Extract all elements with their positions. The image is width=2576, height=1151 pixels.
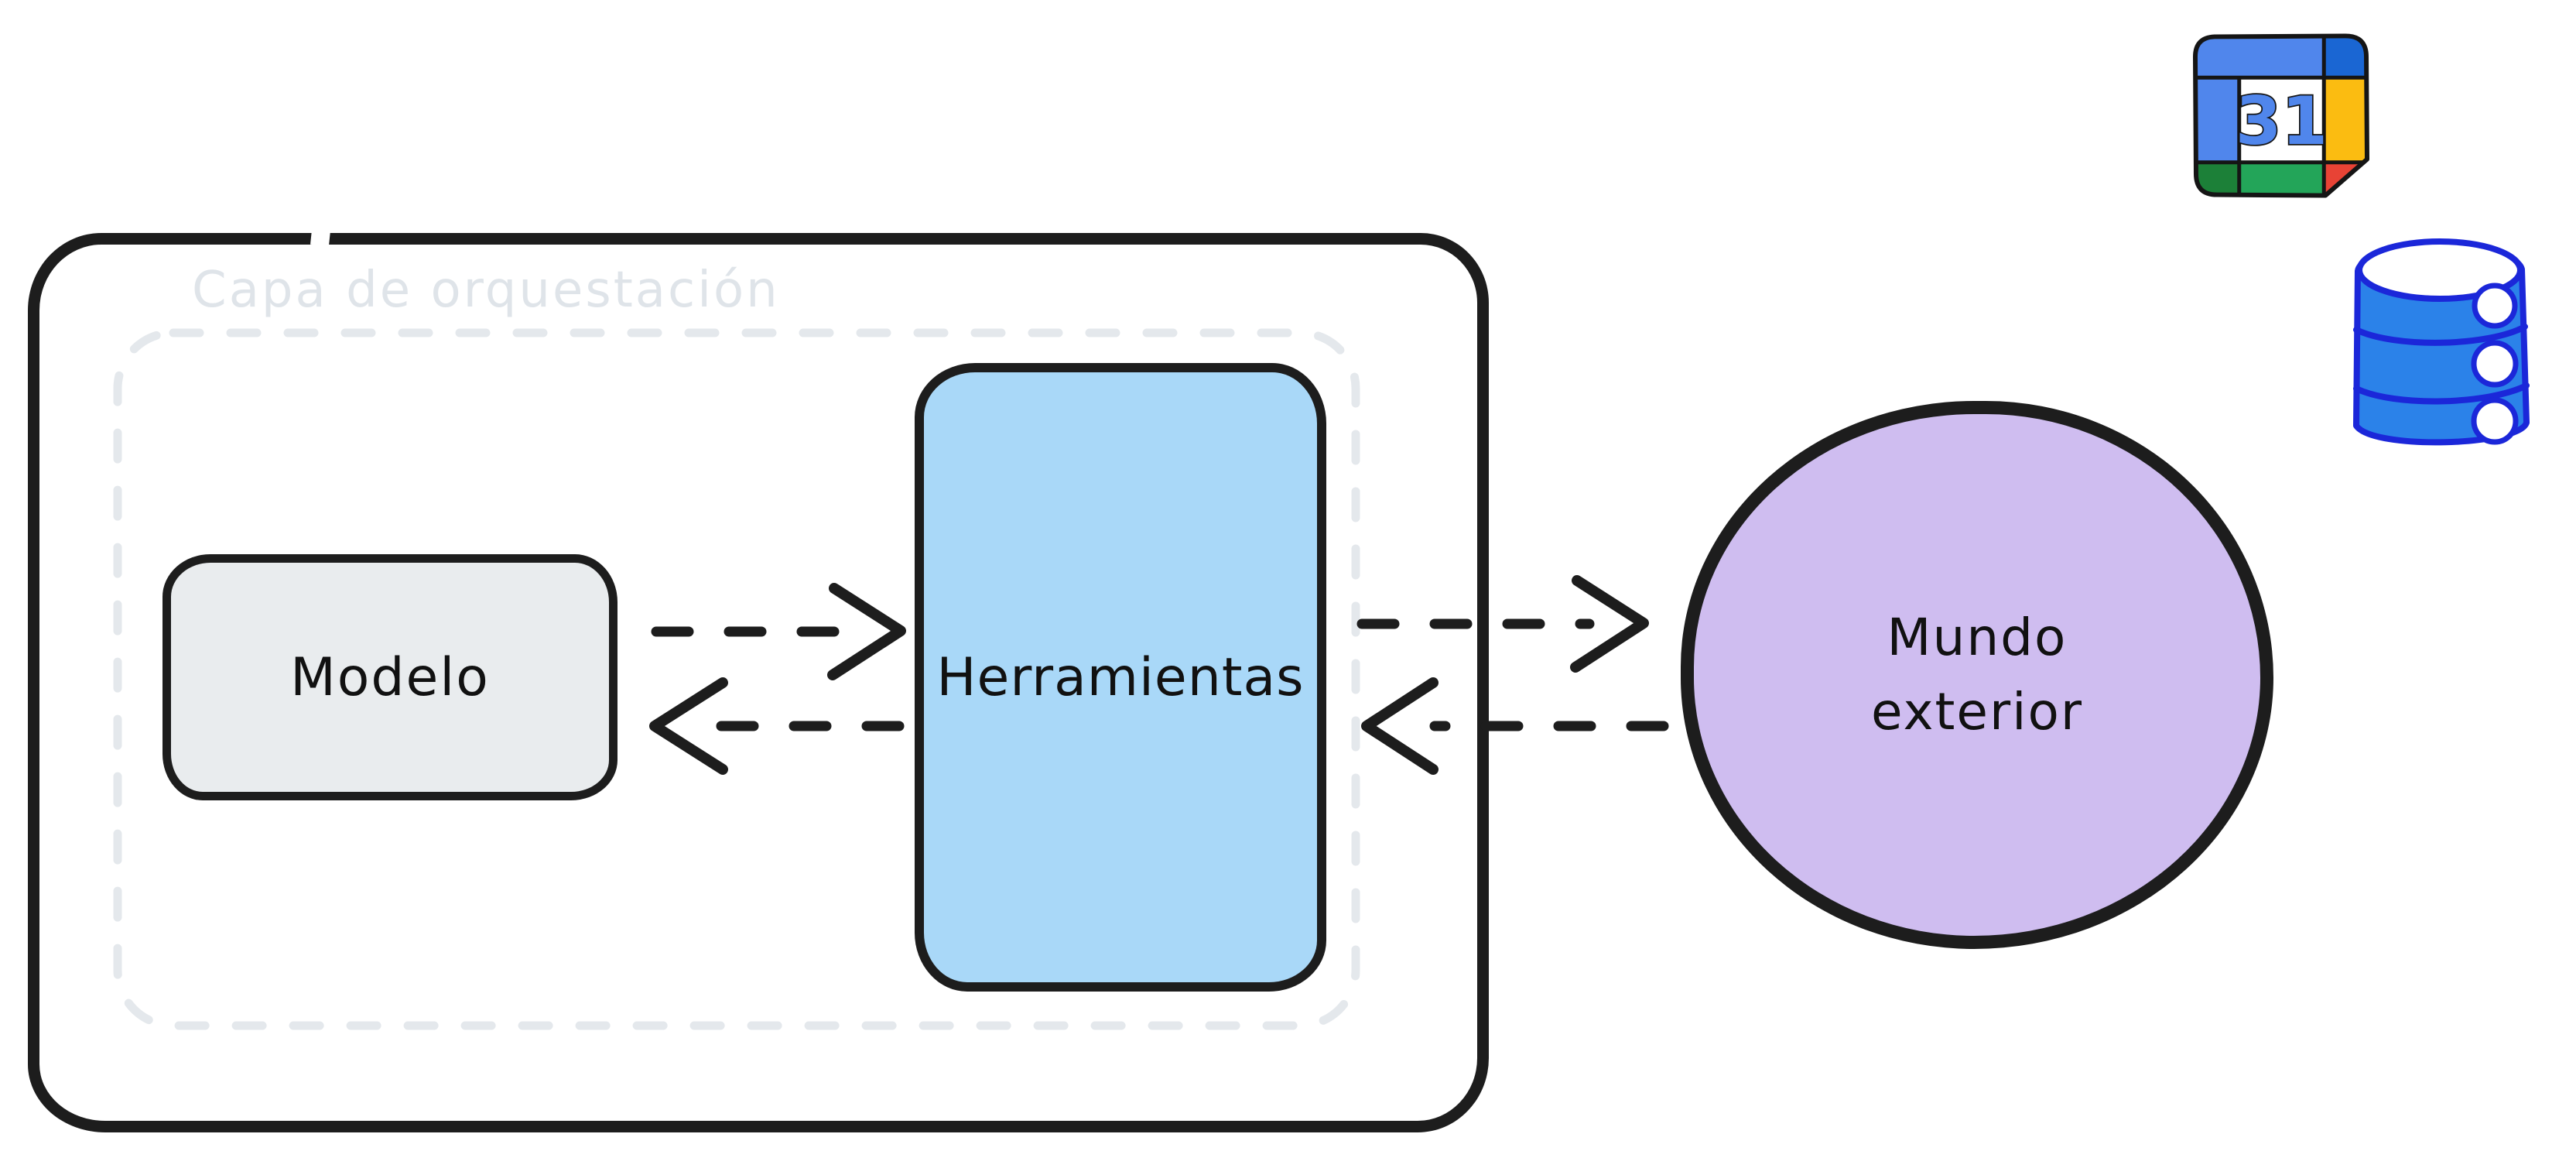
external-world-node: Mundo exterior xyxy=(1681,401,2273,949)
arrow-world-to-tools xyxy=(1361,677,1669,775)
database-dot-3 xyxy=(2471,397,2519,445)
tools-label: Herramientas xyxy=(936,646,1305,708)
google-calendar-icon: 31 xyxy=(2192,33,2370,198)
calendar-corner-square xyxy=(2324,36,2368,78)
external-world-label-line1: Mundo xyxy=(1887,608,2068,668)
calendar-right-column xyxy=(2324,77,2368,163)
arrow-tools-to-model xyxy=(649,677,905,775)
orchestration-layer-label: Capa de orquestación xyxy=(192,262,780,319)
arrow-model-to-tools xyxy=(651,583,906,680)
calendar-date-sheet xyxy=(2239,77,2325,163)
database-icon xyxy=(2353,238,2530,446)
database-dot-1 xyxy=(2472,283,2518,329)
database-separator-1 xyxy=(2353,324,2528,346)
external-world-label-line2: exterior xyxy=(1871,682,2083,742)
database-separator-2 xyxy=(2353,382,2530,405)
arrow-tools-to-world xyxy=(1356,575,1649,673)
database-top-ellipse xyxy=(2356,238,2523,302)
orchestration-inner-dashed-box xyxy=(113,328,1360,1030)
database-dot-2 xyxy=(2471,340,2519,388)
tools-node: Herramientas xyxy=(915,363,1326,992)
calendar-day-number: 31 xyxy=(2236,84,2328,160)
model-label: Modelo xyxy=(290,646,490,708)
model-node: Modelo xyxy=(162,554,617,800)
orchestration-layer-box xyxy=(28,233,1489,1132)
calendar-left-column xyxy=(2195,36,2239,164)
calendar-bottom-strip xyxy=(2239,162,2325,196)
